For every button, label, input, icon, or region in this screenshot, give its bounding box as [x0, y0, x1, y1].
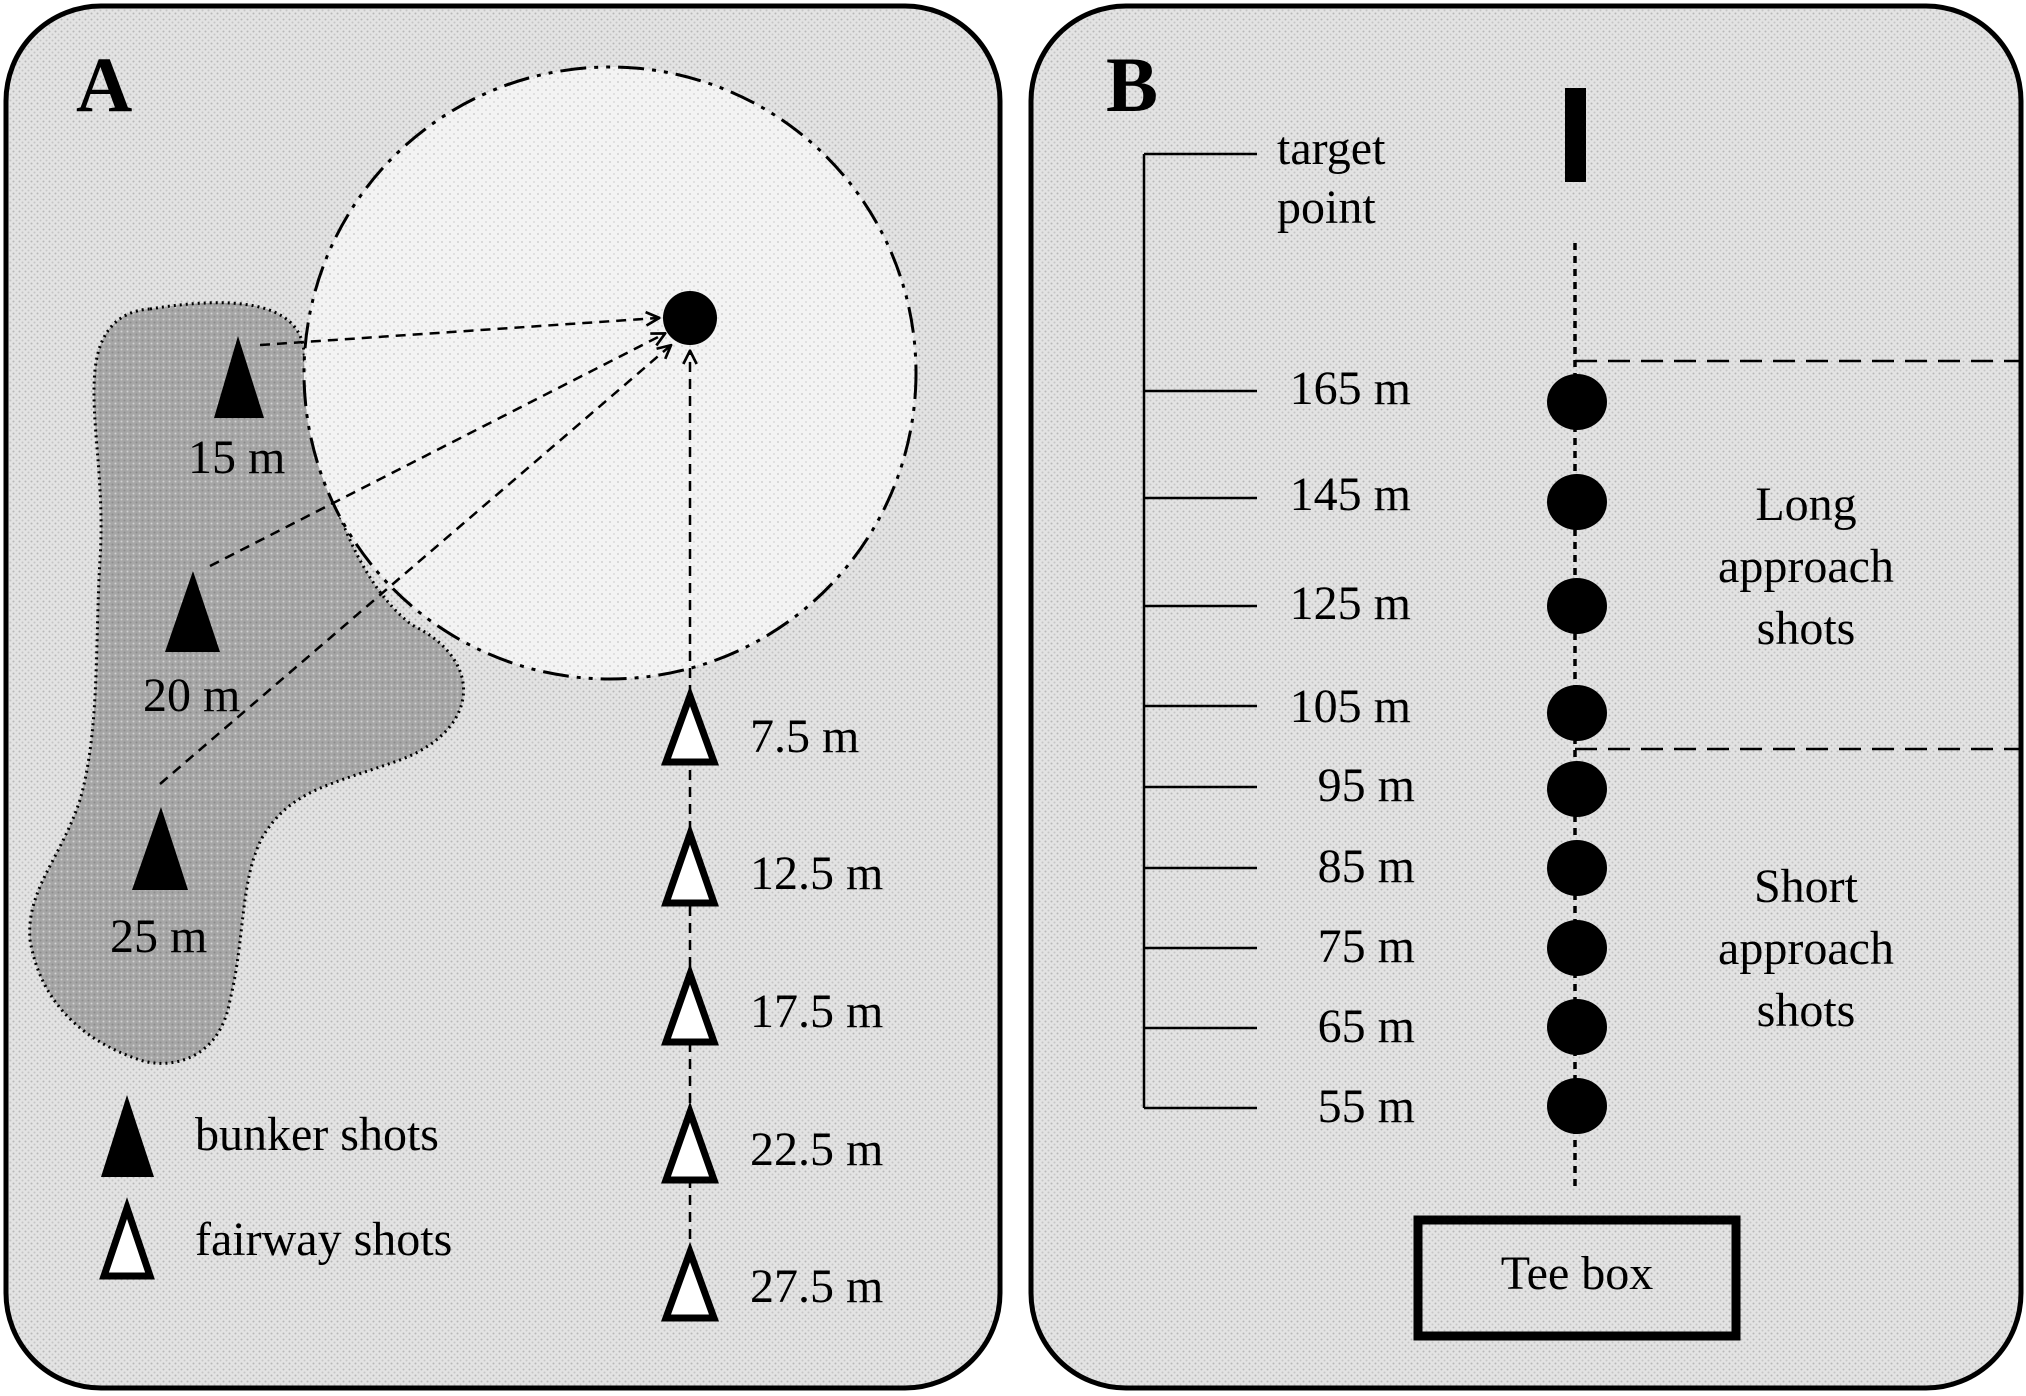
green-circle [302, 65, 918, 681]
legend: bunker shots fairway shots [99, 1095, 452, 1280]
fairway-marker-17-5 [661, 963, 719, 1046]
tee-box [1413, 1215, 1741, 1341]
position-105 [1547, 685, 1607, 741]
panel-b: B target point 165 m 145 m 125 m 105 m 9… [1028, 3, 2024, 1391]
hole [663, 291, 717, 345]
bunker-markers [132, 336, 264, 890]
fairway-label-7-5: 7.5 m [750, 710, 859, 763]
long-label-line1: Long [1755, 478, 1856, 531]
short-label-line2: approach [1718, 922, 1894, 975]
long-label-line2: approach [1718, 540, 1894, 593]
position-145 [1547, 474, 1607, 530]
bunker-marker-25 [132, 807, 188, 890]
fairway-marker-7-5 [661, 685, 719, 766]
distance-label-55: 55 m [1318, 1080, 1415, 1133]
bunker-shot-arrows [159, 318, 670, 785]
panel-a: A 15 m 20 m 25 m 7.5 [3, 3, 1003, 1391]
fairway-marker-12-5 [661, 823, 719, 907]
target-label-line2: point [1277, 181, 1376, 234]
legend-bunker-label: bunker shots [195, 1108, 439, 1161]
fairway-marker-27-5 [661, 1241, 719, 1322]
position-165 [1547, 374, 1607, 430]
panel-b-letter: B [1106, 41, 1158, 128]
short-approach-label: Short approach shots [1718, 860, 1894, 1037]
position-55 [1547, 1078, 1607, 1134]
distance-label-125: 125 m [1290, 577, 1411, 630]
fairway-label-12-5: 12.5 m [750, 847, 883, 900]
bunker-marker-15 [214, 336, 264, 418]
position-125 [1547, 578, 1607, 634]
fairway-label-17-5: 17.5 m [750, 985, 883, 1038]
distance-label-85: 85 m [1318, 840, 1415, 893]
position-65 [1547, 999, 1607, 1055]
bunker-label-20: 20 m [143, 669, 240, 722]
position-85 [1547, 840, 1607, 896]
long-label-line3: shots [1757, 602, 1856, 655]
position-75 [1547, 920, 1607, 976]
fairway-label-22-5: 22.5 m [750, 1123, 883, 1176]
distance-label-65: 65 m [1318, 1000, 1415, 1053]
target-label-line1: target [1277, 122, 1386, 175]
position-95 [1547, 761, 1607, 817]
short-label-line3: shots [1757, 984, 1856, 1037]
bunker-label-15: 15 m [188, 431, 285, 484]
distance-label-95: 95 m [1318, 759, 1415, 812]
bunker-marker-20 [165, 571, 220, 652]
distance-label-145: 145 m [1290, 468, 1411, 521]
panel-b-frame [1028, 3, 2024, 1391]
fairway-marker-22-5 [661, 1101, 719, 1184]
target-point-marker [1565, 88, 1586, 182]
long-approach-label: Long approach shots [1718, 478, 1894, 655]
panel-a-letter: A [76, 41, 132, 128]
legend-bunker-icon [101, 1095, 154, 1177]
distance-label-165: 165 m [1290, 362, 1411, 415]
arrow-bunker-15 [259, 318, 658, 347]
legend-fairway-label: fairway shots [195, 1213, 452, 1266]
fairway-label-27-5: 27.5 m [750, 1260, 883, 1313]
distance-label-105: 105 m [1290, 680, 1411, 733]
short-label-line1: Short [1754, 860, 1859, 913]
shot-positions [1547, 374, 1607, 1134]
tee-box-label: Tee box [1501, 1247, 1654, 1300]
distance-scale [1142, 152, 1257, 1110]
legend-fairway-icon [99, 1197, 155, 1280]
distance-label-75: 75 m [1318, 920, 1415, 973]
bunker-label-25: 25 m [110, 910, 207, 963]
fairway-markers [661, 685, 719, 1322]
distance-labels: 165 m 145 m 125 m 105 m 95 m 85 m 75 m 6… [1290, 362, 1415, 1133]
